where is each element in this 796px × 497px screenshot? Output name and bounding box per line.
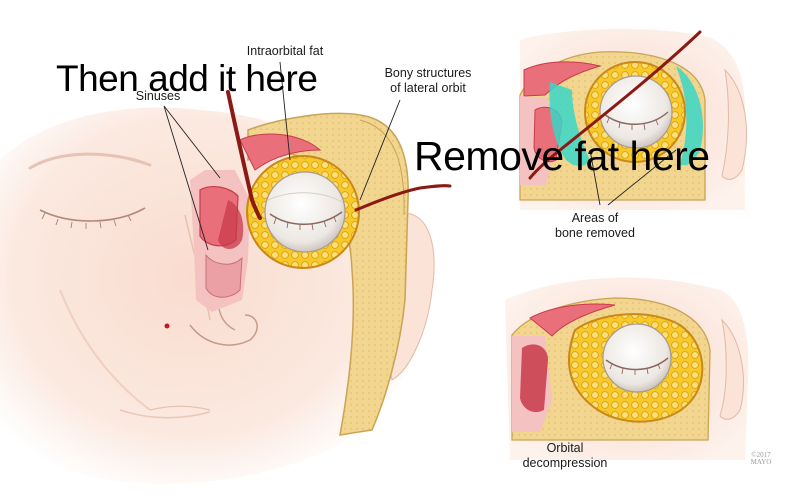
orbit-cross-section-large (239, 112, 409, 436)
annotation-then-add-it-here: Then add it here (56, 58, 318, 99)
panel-bone-removed (519, 28, 747, 210)
copyright-org: MAYO (750, 458, 772, 467)
label-orbital-decompression: Orbital decompression (522, 441, 608, 470)
label-leader-lines (163, 61, 401, 251)
copyright-mark: ©2017 MAYO (744, 451, 778, 467)
annotation-curve-line (226, 90, 262, 220)
panel-orbital-decompression (505, 277, 749, 460)
annotation-bone-line (354, 184, 452, 212)
label-areas-of-bone-removed: Areas of bone removed (555, 211, 635, 240)
label-bony-structures: Bony structures of lateral orbit (384, 66, 472, 95)
annotation-remove-fat-here: Remove fat here (414, 133, 710, 179)
annotation-strike-line (528, 30, 702, 180)
handwritten-annotations (226, 30, 702, 220)
label-intraorbital-fat: Intraorbital fat (246, 44, 324, 58)
copyright-year: ©2017 (751, 451, 771, 459)
label-sinuses: Sinuses (135, 89, 181, 103)
